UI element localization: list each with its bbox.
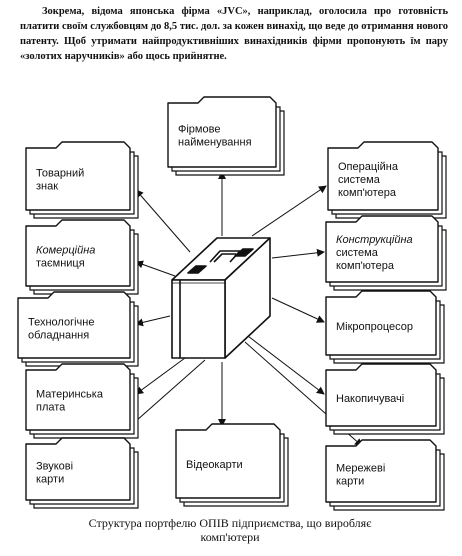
folder-label-line: найменування — [178, 137, 252, 149]
folder-label-line: карти — [336, 476, 364, 488]
folder-label-line: Технологічне — [28, 317, 94, 329]
folder-label-line: Накопичувачі — [336, 393, 404, 405]
folder-label-line: Звукові — [36, 461, 73, 473]
folder-label-line: Відеокарти — [186, 459, 243, 471]
folder-storage: Накопичувачі — [325, 363, 445, 435]
folders-group: ФірмовенайменуванняТоварнийзнакОпераційн… — [17, 96, 447, 511]
folder-front — [175, 423, 281, 499]
folder-label-line: система — [336, 247, 379, 259]
folder-front — [17, 291, 131, 359]
arrow-to-trademark — [135, 189, 191, 253]
arrow-to-design — [271, 248, 325, 259]
folder-front — [325, 363, 437, 427]
folder-label-line: Конструкційна — [336, 234, 413, 246]
folder-label-line: плата — [36, 402, 66, 414]
folder-front — [167, 96, 277, 168]
folder-video-cards: Відеокарти — [175, 423, 289, 507]
folder-label-line: Материнська — [36, 389, 104, 401]
folder-front — [325, 290, 437, 356]
folder-front — [25, 363, 131, 431]
arrow-to-tech-equipment — [135, 315, 171, 327]
folder-front — [25, 437, 131, 501]
folder-label-line: обладнання — [28, 330, 89, 342]
arrow-to-storage — [247, 335, 325, 395]
folder-front — [25, 219, 131, 287]
arrow-to-motherboard — [135, 357, 186, 395]
intro-paragraph: Зокрема, відома японська фірма «JVC», на… — [20, 6, 448, 62]
folder-front — [325, 215, 439, 283]
folder-label-line: знак — [36, 181, 58, 193]
folder-front — [25, 141, 131, 211]
folder-label-line: Мікропроцесор — [336, 321, 413, 333]
arrow-to-trade-secret — [135, 260, 176, 277]
briefcase-icon — [171, 237, 271, 359]
folder-label-line: комп'ютера — [336, 260, 395, 272]
folder-label-line: система — [338, 174, 381, 186]
diagram-caption: Структура портфелю ОПІВ підприємства, що… — [88, 516, 372, 544]
folder-microprocessor: Мікропроцесор — [325, 290, 445, 364]
folder-label-line: Операційна — [338, 161, 399, 173]
folder-front — [327, 141, 439, 211]
folder-label-line: Товарний — [36, 168, 84, 180]
folder-label-line: комп'ютера — [338, 187, 397, 199]
folder-front — [325, 439, 437, 503]
folder-label-line: таємниця — [36, 258, 85, 270]
arrow-to-os — [251, 185, 327, 237]
folder-label-line: Комерційна — [36, 245, 95, 257]
arrow-to-microprocessor — [271, 297, 325, 323]
folder-label-line: карти — [36, 474, 64, 486]
folder-label-line: Мережеві — [336, 463, 385, 475]
folder-label-line: Фірмове — [178, 124, 220, 136]
